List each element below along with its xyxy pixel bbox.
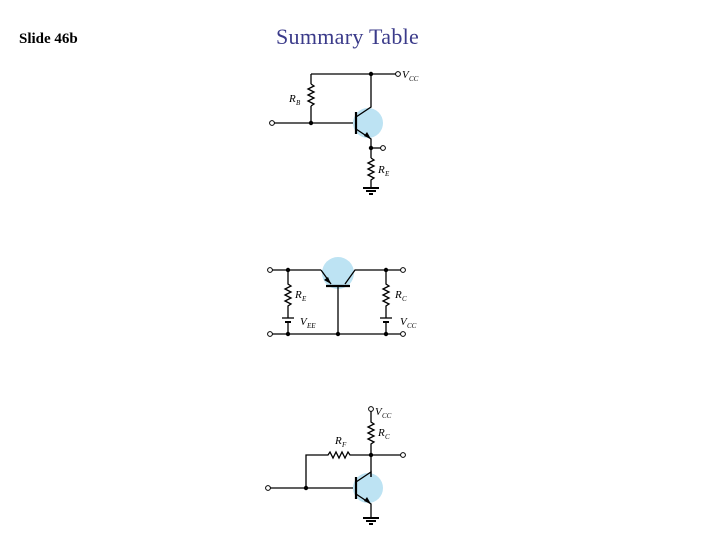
vcc-label-sub: CC [407,322,417,330]
transistor-collector [355,74,372,118]
transistor-highlight [322,257,354,289]
junction-dot [335,331,341,337]
rc-label: R [377,427,385,439]
transistor-collector [355,470,372,483]
vcc-label: V [375,406,383,418]
rb-label: R [288,93,296,105]
output-terminal [400,452,406,458]
output-terminal [400,267,406,273]
ground-symbol [363,517,379,525]
emitter-arrow [324,277,331,284]
rf-label-sub: F [341,441,347,449]
resistor-rb [306,83,316,107]
emitter-arrow [364,132,371,139]
vcc-terminal [395,71,401,77]
resistor-re [283,270,293,318]
junction-dot [285,331,291,337]
circuit-collector-feedback: V CC R F R C [265,406,406,525]
vcc-label: V [400,316,408,328]
resistor-re [366,157,376,188]
circuit-common-base: R E V EE R C V CC [267,257,417,337]
resistor-rc [381,270,391,318]
rb-label-sub: B [296,99,301,107]
junction-dot [303,485,309,491]
re-label: R [377,164,385,176]
vee-label: V [300,316,308,328]
input-terminal [269,120,275,126]
slide-title: Summary Table [276,24,420,49]
re-label-sub: E [301,295,307,303]
input-terminal [267,267,273,273]
output-terminal [380,145,386,151]
circuit-emitter-bias: V CC R B R E [269,69,419,195]
rc-label: R [394,289,402,301]
vcc-terminal [368,406,374,412]
junction-dot [308,120,314,126]
rf-label: R [334,435,342,447]
resistor-rc [366,411,376,477]
vcc-label: V [402,69,410,81]
vcc-label-sub: CC [409,75,419,83]
transistor-highlight [353,473,383,503]
transistor-highlight [353,108,383,138]
re-label: R [294,289,302,301]
resistor-rf [305,450,371,488]
rc-label-sub: C [385,433,390,441]
re-label-sub: E [384,170,390,178]
rc-label-sub: C [402,295,407,303]
emitter-arrow [364,497,371,504]
vcc-label-sub: CC [382,412,392,420]
input-ground-terminal [267,331,273,337]
vee-label-sub: EE [306,322,316,330]
slide-number-label: Slide 46b [19,31,78,47]
input-terminal [265,485,271,491]
junction-dot [383,331,389,337]
ground-symbol [363,187,379,195]
output-ground-terminal [400,331,406,337]
